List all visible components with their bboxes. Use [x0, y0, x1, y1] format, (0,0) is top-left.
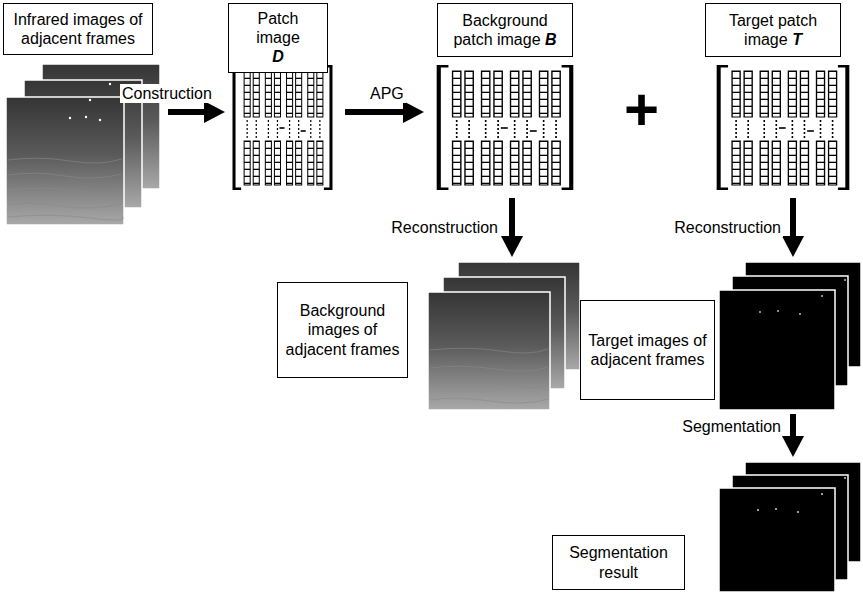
label-box: Target patch imageT	[705, 3, 841, 57]
box-text: Patch image	[256, 10, 300, 46]
label-box: Background images of adjacent frames	[277, 282, 408, 378]
matrix-symbol: T	[792, 31, 802, 48]
arrow-label: Reconstruction	[389, 218, 500, 237]
box-text-group: Background patch imageB	[443, 11, 567, 49]
target-dots	[757, 477, 846, 513]
label-box: Target images of adjacent frames	[580, 300, 715, 400]
label-box: Background patch imageB	[437, 3, 573, 57]
arrow-label: Segmentation	[680, 417, 783, 436]
box-text-group: Infrared images of adjacent frames	[9, 10, 147, 48]
box-text: Target patch image	[729, 12, 817, 48]
arrow-label: APG	[368, 84, 406, 103]
target-dots	[759, 279, 846, 315]
matrix-symbol: B	[545, 31, 557, 48]
patch-matrix	[439, 66, 571, 189]
box-text-group: Segmentation result	[558, 543, 679, 581]
label-box: Infrared images of adjacent frames	[3, 3, 153, 55]
box-text: Background patch image	[453, 12, 547, 48]
arrow-label: Construction	[120, 84, 214, 103]
box-text-group: Background images of adjacent frames	[283, 301, 402, 359]
target-frames	[719, 262, 861, 410]
box-text-group: Target images of adjacent frames	[586, 331, 709, 369]
patch-matrix	[719, 66, 848, 189]
segmentation-frames	[719, 462, 861, 592]
box-text-group: Target patch imageT	[711, 11, 835, 49]
box-text: Infrared images of adjacent frames	[14, 11, 143, 47]
process-arrow	[168, 101, 804, 457]
target-dots	[69, 83, 111, 121]
box-text: Target images of adjacent frames	[588, 332, 706, 368]
matrix-symbol: D	[234, 47, 322, 66]
arrow-label: Reconstruction	[672, 218, 783, 237]
plus-sign: +	[622, 80, 661, 140]
box-text-group: Patch imageD	[234, 9, 322, 67]
box-text: Segmentation result	[569, 544, 668, 580]
patch-matrix	[234, 66, 331, 189]
label-box: Patch imageD	[228, 3, 328, 73]
label-box: Segmentation result	[552, 535, 685, 590]
sea-streaks	[8, 158, 123, 220]
sea-streaks	[430, 348, 548, 403]
box-text: Background images of adjacent frames	[286, 302, 400, 357]
background-frames	[428, 262, 580, 410]
